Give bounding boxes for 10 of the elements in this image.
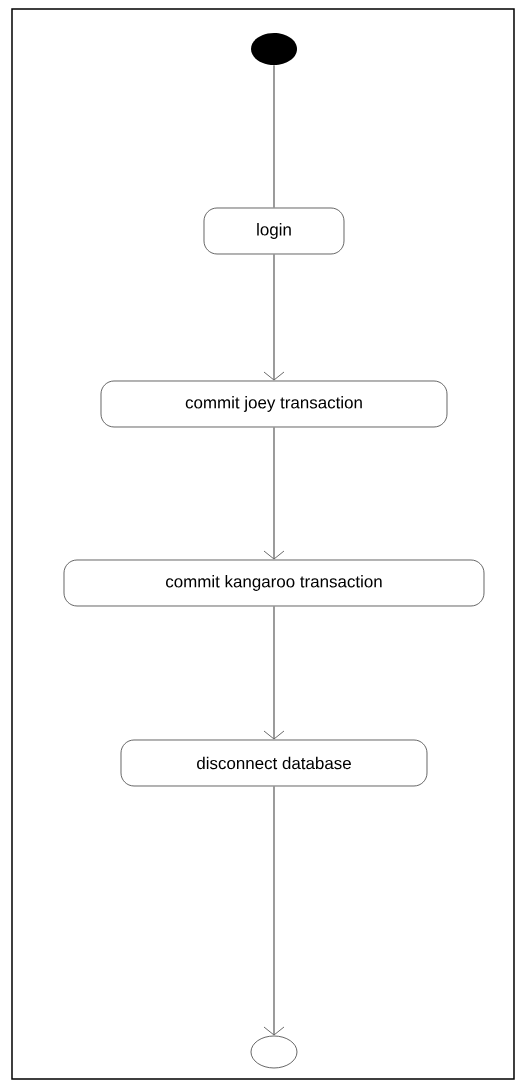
end-node <box>250 1035 298 1069</box>
arrow <box>263 253 285 381</box>
arrow <box>263 426 285 560</box>
activity-box: disconnect database <box>120 739 428 787</box>
activity-box: login <box>203 207 345 255</box>
activity-box: commit joey transaction <box>100 380 448 428</box>
arrow <box>263 785 285 1036</box>
start-node <box>251 33 297 65</box>
activity-box: commit kangaroo transaction <box>63 559 485 607</box>
arrow <box>263 605 285 740</box>
